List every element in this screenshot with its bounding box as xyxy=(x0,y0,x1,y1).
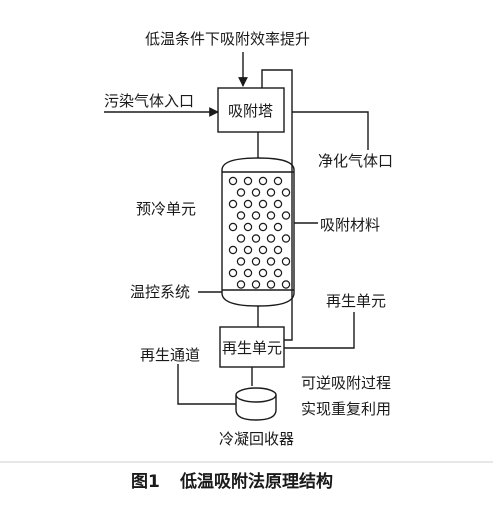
adsorbent-bead xyxy=(243,268,253,278)
figure-title: 低温吸附法原理结构 xyxy=(179,471,333,492)
adsorption-column xyxy=(221,157,295,307)
adsorbent-bead xyxy=(258,222,268,232)
adsorbent-bead xyxy=(236,257,246,266)
adsorbent-bead xyxy=(251,257,261,266)
adsorbent-bead xyxy=(273,199,283,209)
regen-unit-box-label: 再生单元 xyxy=(222,339,282,357)
adsorbent-bead xyxy=(273,176,283,186)
adsorbent-bead xyxy=(258,176,268,186)
temp-control-label: 温控系统 xyxy=(130,283,190,301)
regen-channel-label: 再生通道 xyxy=(140,346,200,364)
adsorbent-bead xyxy=(281,257,291,266)
return-pipe xyxy=(261,69,293,341)
adsorbent-bead xyxy=(236,280,246,289)
adsorbent-bead xyxy=(228,176,238,186)
adsorbent-bead xyxy=(281,188,291,197)
adsorbent-bead xyxy=(251,234,261,243)
adsorbent-label: 吸附材料 xyxy=(320,216,380,234)
condenser-label: 冷凝回收器 xyxy=(219,430,294,448)
adsorbent-bead xyxy=(266,234,276,243)
adsorbent-bead xyxy=(258,245,268,255)
adsorbent-bead xyxy=(258,268,268,278)
adsorbent-bead xyxy=(243,176,253,186)
adsorbent-bead xyxy=(266,211,276,220)
adsorbent-bead xyxy=(281,234,291,243)
adsorbent-bead xyxy=(273,245,283,255)
adsorbent-bead xyxy=(266,257,276,266)
adsorbent-bead xyxy=(258,199,268,209)
reversible-line2: 实现重复利用 xyxy=(301,400,391,418)
top-note-label: 低温条件下吸附效率提升 xyxy=(145,30,310,48)
adsorbent-bead xyxy=(243,245,253,255)
adsorbent-bead xyxy=(228,245,238,255)
adsorbent-bead xyxy=(243,222,253,232)
adsorbent-bead xyxy=(251,188,261,197)
adsorbent-bead xyxy=(273,268,283,278)
purified-outlet-label: 净化气体口 xyxy=(318,152,393,170)
adsorbent-bead xyxy=(236,211,246,220)
adsorbent-bead xyxy=(266,280,276,289)
adsorbent-bead xyxy=(228,199,238,209)
adsorbent-beads xyxy=(228,176,291,289)
adsorbent-bead xyxy=(228,268,238,278)
adsorbent-bead xyxy=(251,211,261,220)
figure-number: 图1 xyxy=(131,472,160,492)
precooling-label: 预冷单元 xyxy=(136,200,196,218)
condenser-top xyxy=(235,387,277,403)
adsorbent-bead xyxy=(281,280,291,289)
tower-label: 吸附塔 xyxy=(228,102,273,120)
gas-inlet-label: 污染气体入口 xyxy=(104,92,194,110)
adsorbent-bead xyxy=(228,222,238,232)
regen-unit-right-label: 再生单元 xyxy=(326,292,386,310)
adsorption-tower-box xyxy=(217,87,285,133)
adsorbent-bead xyxy=(236,234,246,243)
reversible-line1: 可逆吸附过程 xyxy=(301,374,391,392)
adsorbent-bead xyxy=(243,199,253,209)
adsorbent-bead xyxy=(251,280,261,289)
adsorbent-bead xyxy=(281,211,291,220)
purified-outlet-leader xyxy=(292,111,369,150)
regen-right-leader xyxy=(284,312,355,349)
condenser-body xyxy=(235,395,277,421)
adsorbent-bead xyxy=(266,188,276,197)
regen-channel-pipe xyxy=(177,364,236,405)
adsorbent-bead xyxy=(273,222,283,232)
adsorbent-bead xyxy=(236,188,246,197)
